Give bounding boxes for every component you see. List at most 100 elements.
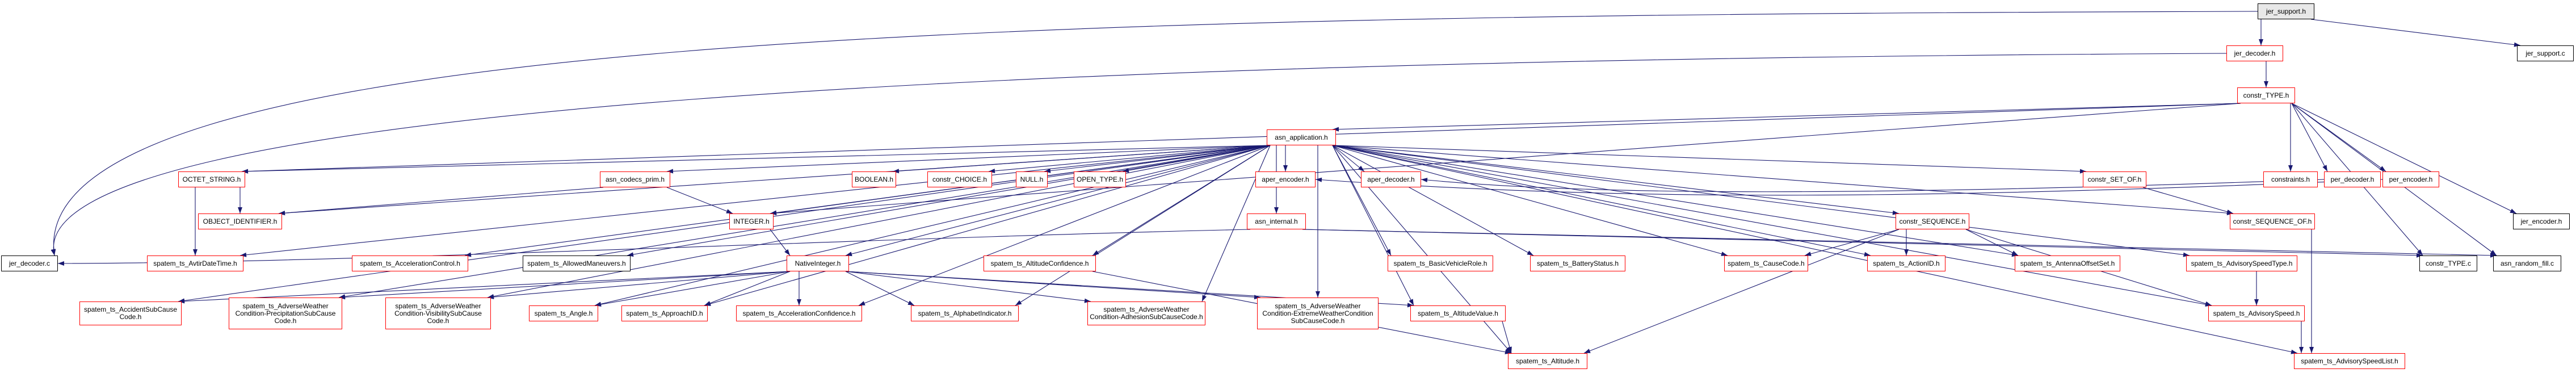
- edge-arrowhead: [2011, 250, 2018, 255]
- graph-node-label: spatem_ts_AlphabetIndicator.h: [918, 309, 1012, 317]
- graph-node-label: jer_decoder.h: [2234, 49, 2276, 57]
- edge-arrowhead: [58, 261, 64, 266]
- graph-node-sp_AvtirDateTime[interactable]: spatem_ts_AvtirDateTime.h: [147, 255, 243, 271]
- graph-node-constr_SEQUENCE_h[interactable]: constr_SEQUENCE.h: [1896, 213, 1969, 229]
- graph-node-label: spatem_ts_AdvisorySpeedType.h: [2191, 259, 2293, 267]
- graph-node-label: Condition-PrecipitationSubCause: [235, 309, 336, 317]
- edge-arrowhead: [1358, 165, 1364, 171]
- graph-node-sp_BatteryStatus[interactable]: spatem_ts_BatteryStatus.h: [1530, 255, 1625, 271]
- graph-node-sp_ApproachID[interactable]: spatem_ts_ApproachID.h: [621, 305, 708, 321]
- graph-node-sp_Altitude[interactable]: spatem_ts_Altitude.h: [1508, 353, 1587, 369]
- edge-arrowhead: [1274, 207, 1279, 213]
- edge-arrowhead: [2291, 349, 2297, 354]
- include-edge: [487, 145, 1271, 298]
- edge-arrowhead: [2205, 301, 2212, 306]
- graph-node-label: jer_support.h: [2266, 7, 2306, 15]
- graph-node-jer_decoder_h[interactable]: jer_decoder.h: [2226, 45, 2283, 61]
- graph-node-label: spatem_ts_ApproachID.h: [626, 309, 703, 317]
- graph-node-NULL_h[interactable]: NULL.h: [1016, 171, 1048, 187]
- edge-arrowhead: [178, 299, 185, 304]
- graph-node-OCTET_STRING_h[interactable]: OCTET_STRING.h: [178, 171, 245, 187]
- graph-node-label: NULL.h: [1020, 175, 1044, 183]
- graph-node-label: spatem_ts_AdvisorySpeedList.h: [2301, 357, 2398, 365]
- edge-arrowhead: [238, 207, 242, 213]
- graph-node-INTEGER_h[interactable]: INTEGER.h: [729, 213, 774, 229]
- graph-node-label: OPEN_TYPE.h: [1076, 175, 1124, 183]
- graph-node-constr_CHOICE_h[interactable]: constr_CHOICE.h: [927, 171, 992, 187]
- graph-node-sp_BasicVehicleRole[interactable]: spatem_ts_BasicVehicleRole.h: [1388, 255, 1493, 271]
- graph-node-label: asn_random_fill.c: [2500, 259, 2554, 267]
- graph-node-aper_encoder_h[interactable]: aper_encoder.h: [1255, 171, 1316, 187]
- graph-node-aper_decoder_h[interactable]: aper_decoder.h: [1361, 171, 1421, 187]
- graph-node-label: spatem_ts_AntennaOffsetSet.h: [2020, 259, 2115, 267]
- edge-arrowhead: [1584, 349, 1591, 353]
- graph-node-sp_ActionID[interactable]: spatem_ts_ActionID.h: [1867, 255, 1945, 271]
- graph-node-label: asn_codecs_prim.h: [605, 175, 665, 183]
- edge-arrowhead: [1527, 250, 1533, 255]
- graph-node-label: Condition-VisibilitySubCause: [394, 309, 482, 317]
- graph-node-sp_AlphabetIndicator[interactable]: spatem_ts_AlphabetIndicator.h: [911, 305, 1019, 321]
- graph-node-asn_internal_h[interactable]: asn_internal.h: [1247, 213, 1306, 229]
- graph-node-sp_AdvisorySpeedList[interactable]: spatem_ts_AdvisorySpeedList.h: [2294, 353, 2405, 369]
- edge-arrowhead: [2259, 39, 2263, 45]
- graph-node-sp_AltitudeConfidence[interactable]: spatem_ts_AltitudeConfidence.h: [984, 255, 1096, 271]
- include-edge: [1332, 145, 1414, 306]
- edge-arrowhead: [1333, 127, 1339, 132]
- edge-arrowhead: [488, 295, 494, 300]
- graph-node-sp_AltitudeValue[interactable]: spatem_ts_AltitudeValue.h: [1410, 305, 1506, 321]
- graph-node-jer_encoder_h: jer_encoder.h: [2513, 213, 2570, 229]
- graph-node-constr_TYPE_h[interactable]: constr_TYPE.h: [2237, 87, 2295, 103]
- graph-node-jer_support_c: jer_support.c: [2517, 45, 2574, 61]
- graph-node-asn_application_h[interactable]: asn_application.h: [1267, 129, 1336, 145]
- edge-arrowhead: [2322, 165, 2327, 171]
- graph-node-label: asn_internal.h: [1255, 217, 1298, 225]
- edge-arrowhead: [704, 301, 711, 305]
- graph-node-sp_AdvisorySpeedType[interactable]: spatem_ts_AdvisorySpeedType.h: [2186, 255, 2297, 271]
- edge-arrowhead: [2254, 299, 2259, 305]
- edge-arrowhead: [1386, 249, 1391, 255]
- edge-arrowhead: [1421, 178, 1428, 183]
- graph-node-OPEN_TYPE_h[interactable]: OPEN_TYPE.h: [1074, 171, 1126, 187]
- edge-arrowhead: [51, 249, 56, 255]
- graph-node-asn_codecs_prim_h[interactable]: asn_codecs_prim.h: [600, 171, 670, 187]
- include-edge: [1332, 145, 1871, 256]
- graph-node-constr_SEQUENCE_OF_h[interactable]: constr_SEQUENCE_OF.h: [2230, 213, 2315, 229]
- graph-node-sp_AdvisorySpeed[interactable]: spatem_ts_AdvisorySpeed.h: [2208, 305, 2305, 321]
- graph-node-OBJECT_IDENTIFIER_h[interactable]: OBJECT_IDENTIFIER.h: [198, 213, 282, 229]
- graph-node-label: constraints.h: [2271, 175, 2310, 183]
- graph-node-label: spatem_ts_CauseCode.h: [1728, 259, 1805, 267]
- edge-arrowhead: [1283, 165, 1288, 171]
- graph-node-per_encoder_h[interactable]: per_encoder.h: [2382, 171, 2439, 187]
- graph-node-label: constr_SEQUENCE.h: [1899, 217, 1966, 225]
- edge-arrowhead: [240, 252, 247, 257]
- include-edge: [2142, 187, 2234, 214]
- edge-arrowhead: [1202, 295, 1207, 301]
- graph-node-label: spatem_ts_AvtirDateTime.h: [153, 259, 237, 267]
- graph-node-label: BOOLEAN.h: [854, 175, 894, 183]
- graph-node-sp_Angle[interactable]: spatem_ts_Angle.h: [529, 305, 598, 321]
- graph-node-constr_SET_OF_h[interactable]: constr_SET_OF.h: [2083, 171, 2146, 187]
- graph-node-label: Code.h: [274, 316, 297, 325]
- edge-arrowhead: [846, 252, 852, 257]
- graph-node-per_decoder_h[interactable]: per_decoder.h: [2324, 171, 2381, 187]
- graph-node-sp_AccelerationConfidence[interactable]: spatem_ts_AccelerationConfidence.h: [736, 305, 862, 321]
- graph-node-sp_AntennaOffsetSet[interactable]: spatem_ts_AntennaOffsetSet.h: [2015, 255, 2120, 271]
- edge-arrowhead: [2299, 347, 2304, 353]
- include-edge: [594, 271, 791, 306]
- graph-node-sp_AccelerationControl[interactable]: spatem_ts_AccelerationControl.h: [352, 255, 468, 271]
- include-edge: [1332, 145, 2234, 214]
- include-edge: [239, 145, 1271, 256]
- graph-node-BOOLEAN_h[interactable]: BOOLEAN.h: [852, 171, 896, 187]
- graph-node-sp_CauseCode[interactable]: spatem_ts_CauseCode.h: [1724, 255, 1808, 271]
- graph-node-label: spatem_ts_AccidentSubCause: [83, 305, 178, 313]
- include-edge: [1583, 229, 1900, 354]
- graph-node-constraints_h[interactable]: constraints.h: [2263, 171, 2318, 187]
- graph-node-label: spatem_ts_Altitude.h: [1515, 357, 1580, 365]
- graph-node-NativeInteger_h[interactable]: NativeInteger.h: [787, 255, 849, 271]
